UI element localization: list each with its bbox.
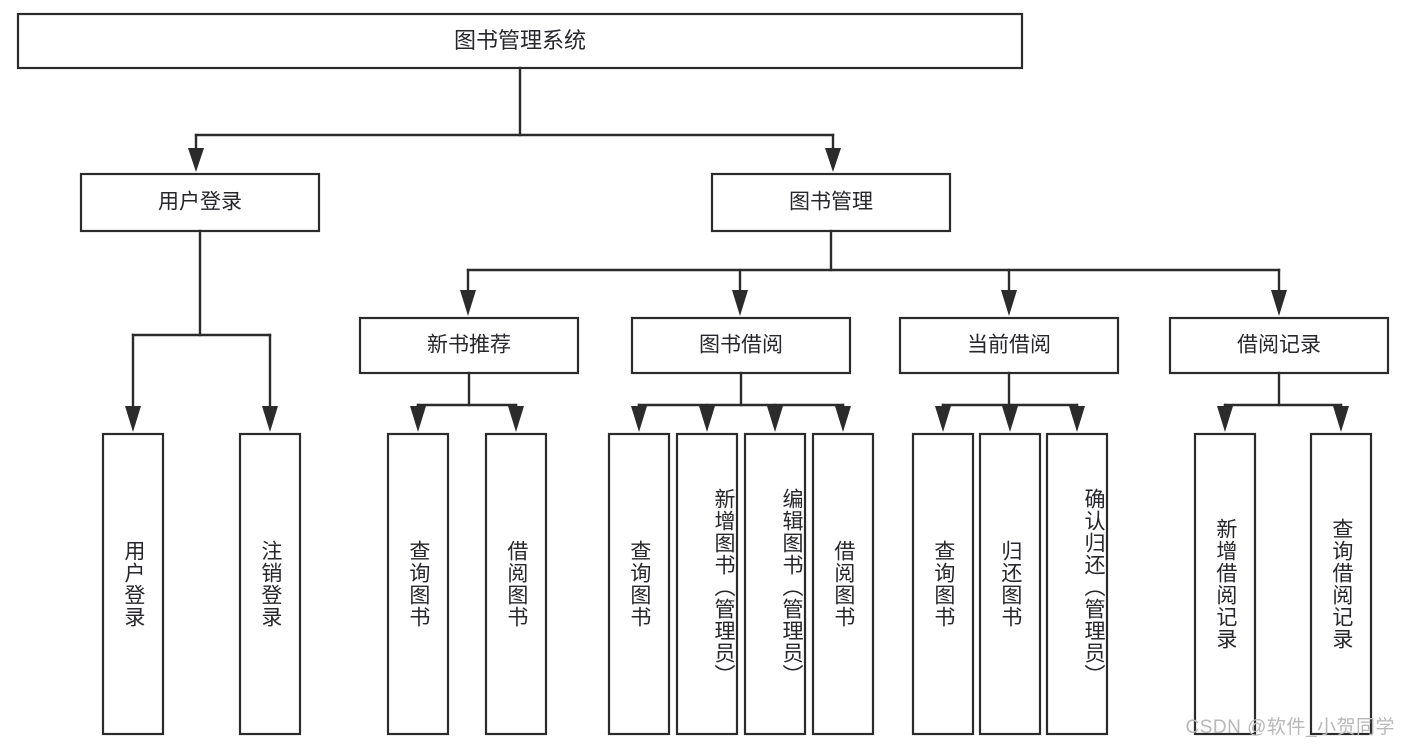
arrow-head-to-current-borrow <box>1001 290 1017 316</box>
node-book-mgmt-box[interactable] <box>710 172 952 233</box>
node-new-book-label: 新书推荐 <box>427 334 511 357</box>
arrow-head-book-borrow-leaf-4 <box>835 406 851 432</box>
arrow-head-borrow-record-leaf-1 <box>1217 406 1233 432</box>
arrow-head-book-borrow-leaf-1 <box>631 406 647 432</box>
leaf-box-book-borrow-1[interactable] <box>607 432 671 736</box>
leaf-box-book-borrow-2[interactable] <box>675 432 739 736</box>
leaf-box-new-book-1[interactable] <box>386 432 450 736</box>
arrow-head-user-login-leaf-1 <box>125 406 141 432</box>
node-borrow-record-box[interactable] <box>1168 316 1390 375</box>
node-root-label: 图书管理系统 <box>454 28 586 53</box>
node-book-mgmt-label: 图书管理 <box>789 191 873 214</box>
leaf-box-current-borrow-2[interactable] <box>978 432 1042 736</box>
arrow-head-to-new-book <box>460 290 476 316</box>
leaf-box-user-login-2[interactable] <box>238 432 302 736</box>
node-borrow-record-label: 借阅记录 <box>1237 334 1321 357</box>
arrow-head-to-book-mgmt <box>825 148 841 172</box>
leaf-box-current-borrow-3[interactable] <box>1045 432 1109 736</box>
leaf-box-current-borrow-1[interactable] <box>911 432 975 736</box>
leaf-box-book-borrow-4[interactable] <box>811 432 875 736</box>
node-new-book-box[interactable] <box>358 316 580 375</box>
arrow-head-new-book-leaf-1 <box>410 406 426 432</box>
leaf-box-book-borrow-3[interactable] <box>743 432 807 736</box>
arrow-head-to-book-borrow <box>732 290 748 316</box>
node-book-borrow-label: 图书借阅 <box>699 334 783 357</box>
leaf-box-user-login-1[interactable] <box>101 432 165 736</box>
arrow-head-current-borrow-leaf-2 <box>1002 406 1018 432</box>
leaf-box-borrow-record-2[interactable] <box>1309 432 1373 736</box>
arrow-head-current-borrow-leaf-1 <box>935 406 951 432</box>
node-current-borrow-box[interactable] <box>898 316 1120 375</box>
arrow-head-user-login-leaf-2 <box>262 406 278 432</box>
node-book-borrow-box[interactable] <box>630 316 852 375</box>
node-current-borrow-label: 当前借阅 <box>967 334 1051 357</box>
node-root-box[interactable] <box>16 12 1024 70</box>
leaf-box-borrow-record-1[interactable] <box>1193 432 1257 736</box>
arrow-head-new-book-leaf-2 <box>508 406 524 432</box>
leaf-box-new-book-2[interactable] <box>484 432 548 736</box>
arrow-head-current-borrow-leaf-3 <box>1069 406 1085 432</box>
arrow-head-to-borrow-record <box>1271 290 1287 316</box>
arrow-head-book-borrow-leaf-2 <box>699 406 715 432</box>
arrow-head-borrow-record-leaf-2 <box>1333 406 1349 432</box>
arrow-head-book-borrow-leaf-3 <box>767 406 783 432</box>
csdn-watermark: CSDN @软件_小贺同学 <box>1185 717 1395 738</box>
node-user-login-label: 用户登录 <box>158 191 242 214</box>
arrow-head-to-user-login <box>188 148 204 172</box>
